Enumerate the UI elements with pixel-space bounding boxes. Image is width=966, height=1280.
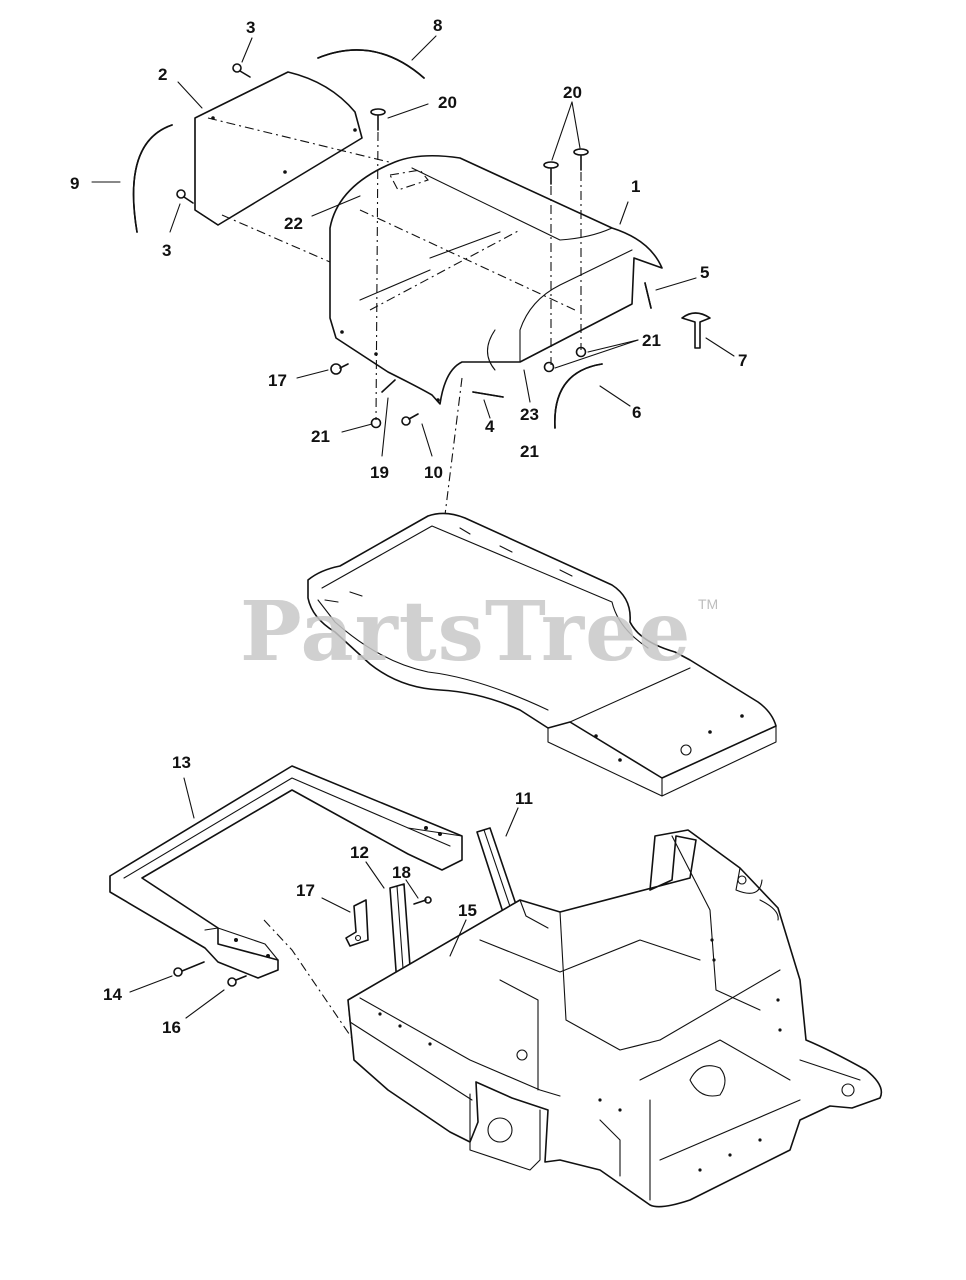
label-3: 3	[246, 18, 255, 37]
label-6: 6	[632, 403, 641, 422]
label-12: 12	[350, 843, 369, 862]
seat-cushion	[329, 154, 663, 405]
leader-lines	[91, 35, 735, 1019]
label-22: 22	[284, 214, 303, 233]
label-2: 2	[158, 65, 167, 84]
label-16: 16	[162, 1018, 181, 1037]
label-19: 19	[370, 463, 389, 482]
label-21: 21	[520, 442, 539, 461]
label-11: 11	[515, 789, 533, 808]
frame-alignment-line	[263, 919, 373, 1051]
label-5: 5	[700, 263, 709, 282]
label-9: 9	[70, 174, 79, 193]
label-10: 10	[424, 463, 443, 482]
part-labels: 3 2 8 20 20 9 3 1 22 5 21 7 17 23 6 4 21…	[70, 16, 747, 1037]
adjustment-knob	[681, 312, 711, 349]
lock-nut	[370, 346, 587, 429]
partstree-watermark: PartsTree	[240, 584, 692, 680]
label-21: 21	[642, 331, 661, 350]
label-23: 23	[520, 405, 539, 424]
tractor-chassis	[347, 829, 883, 1208]
seat-support-frame	[307, 512, 777, 797]
frame-bolts	[173, 961, 247, 987]
label-20: 20	[438, 93, 457, 112]
trademark-symbol: TM	[698, 596, 719, 612]
seat-hardware	[330, 363, 419, 426]
label-20: 20	[563, 83, 582, 102]
label-3: 3	[162, 241, 171, 260]
label-21: 21	[311, 427, 330, 446]
carriage-bolt	[370, 108, 589, 421]
label-17: 17	[268, 371, 287, 390]
label-14: 14	[103, 985, 122, 1004]
label-7: 7	[738, 351, 747, 370]
label-1: 1	[631, 177, 640, 196]
hex-screw	[176, 63, 251, 204]
label-17: 17	[296, 881, 315, 900]
hood-frame	[109, 765, 463, 979]
trim-strips	[132, 49, 652, 429]
seat-pan	[194, 71, 431, 263]
label-13: 13	[172, 753, 191, 772]
label-4: 4	[485, 417, 495, 436]
label-8: 8	[433, 16, 442, 35]
label-15: 15	[458, 901, 477, 920]
label-18: 18	[392, 863, 411, 882]
